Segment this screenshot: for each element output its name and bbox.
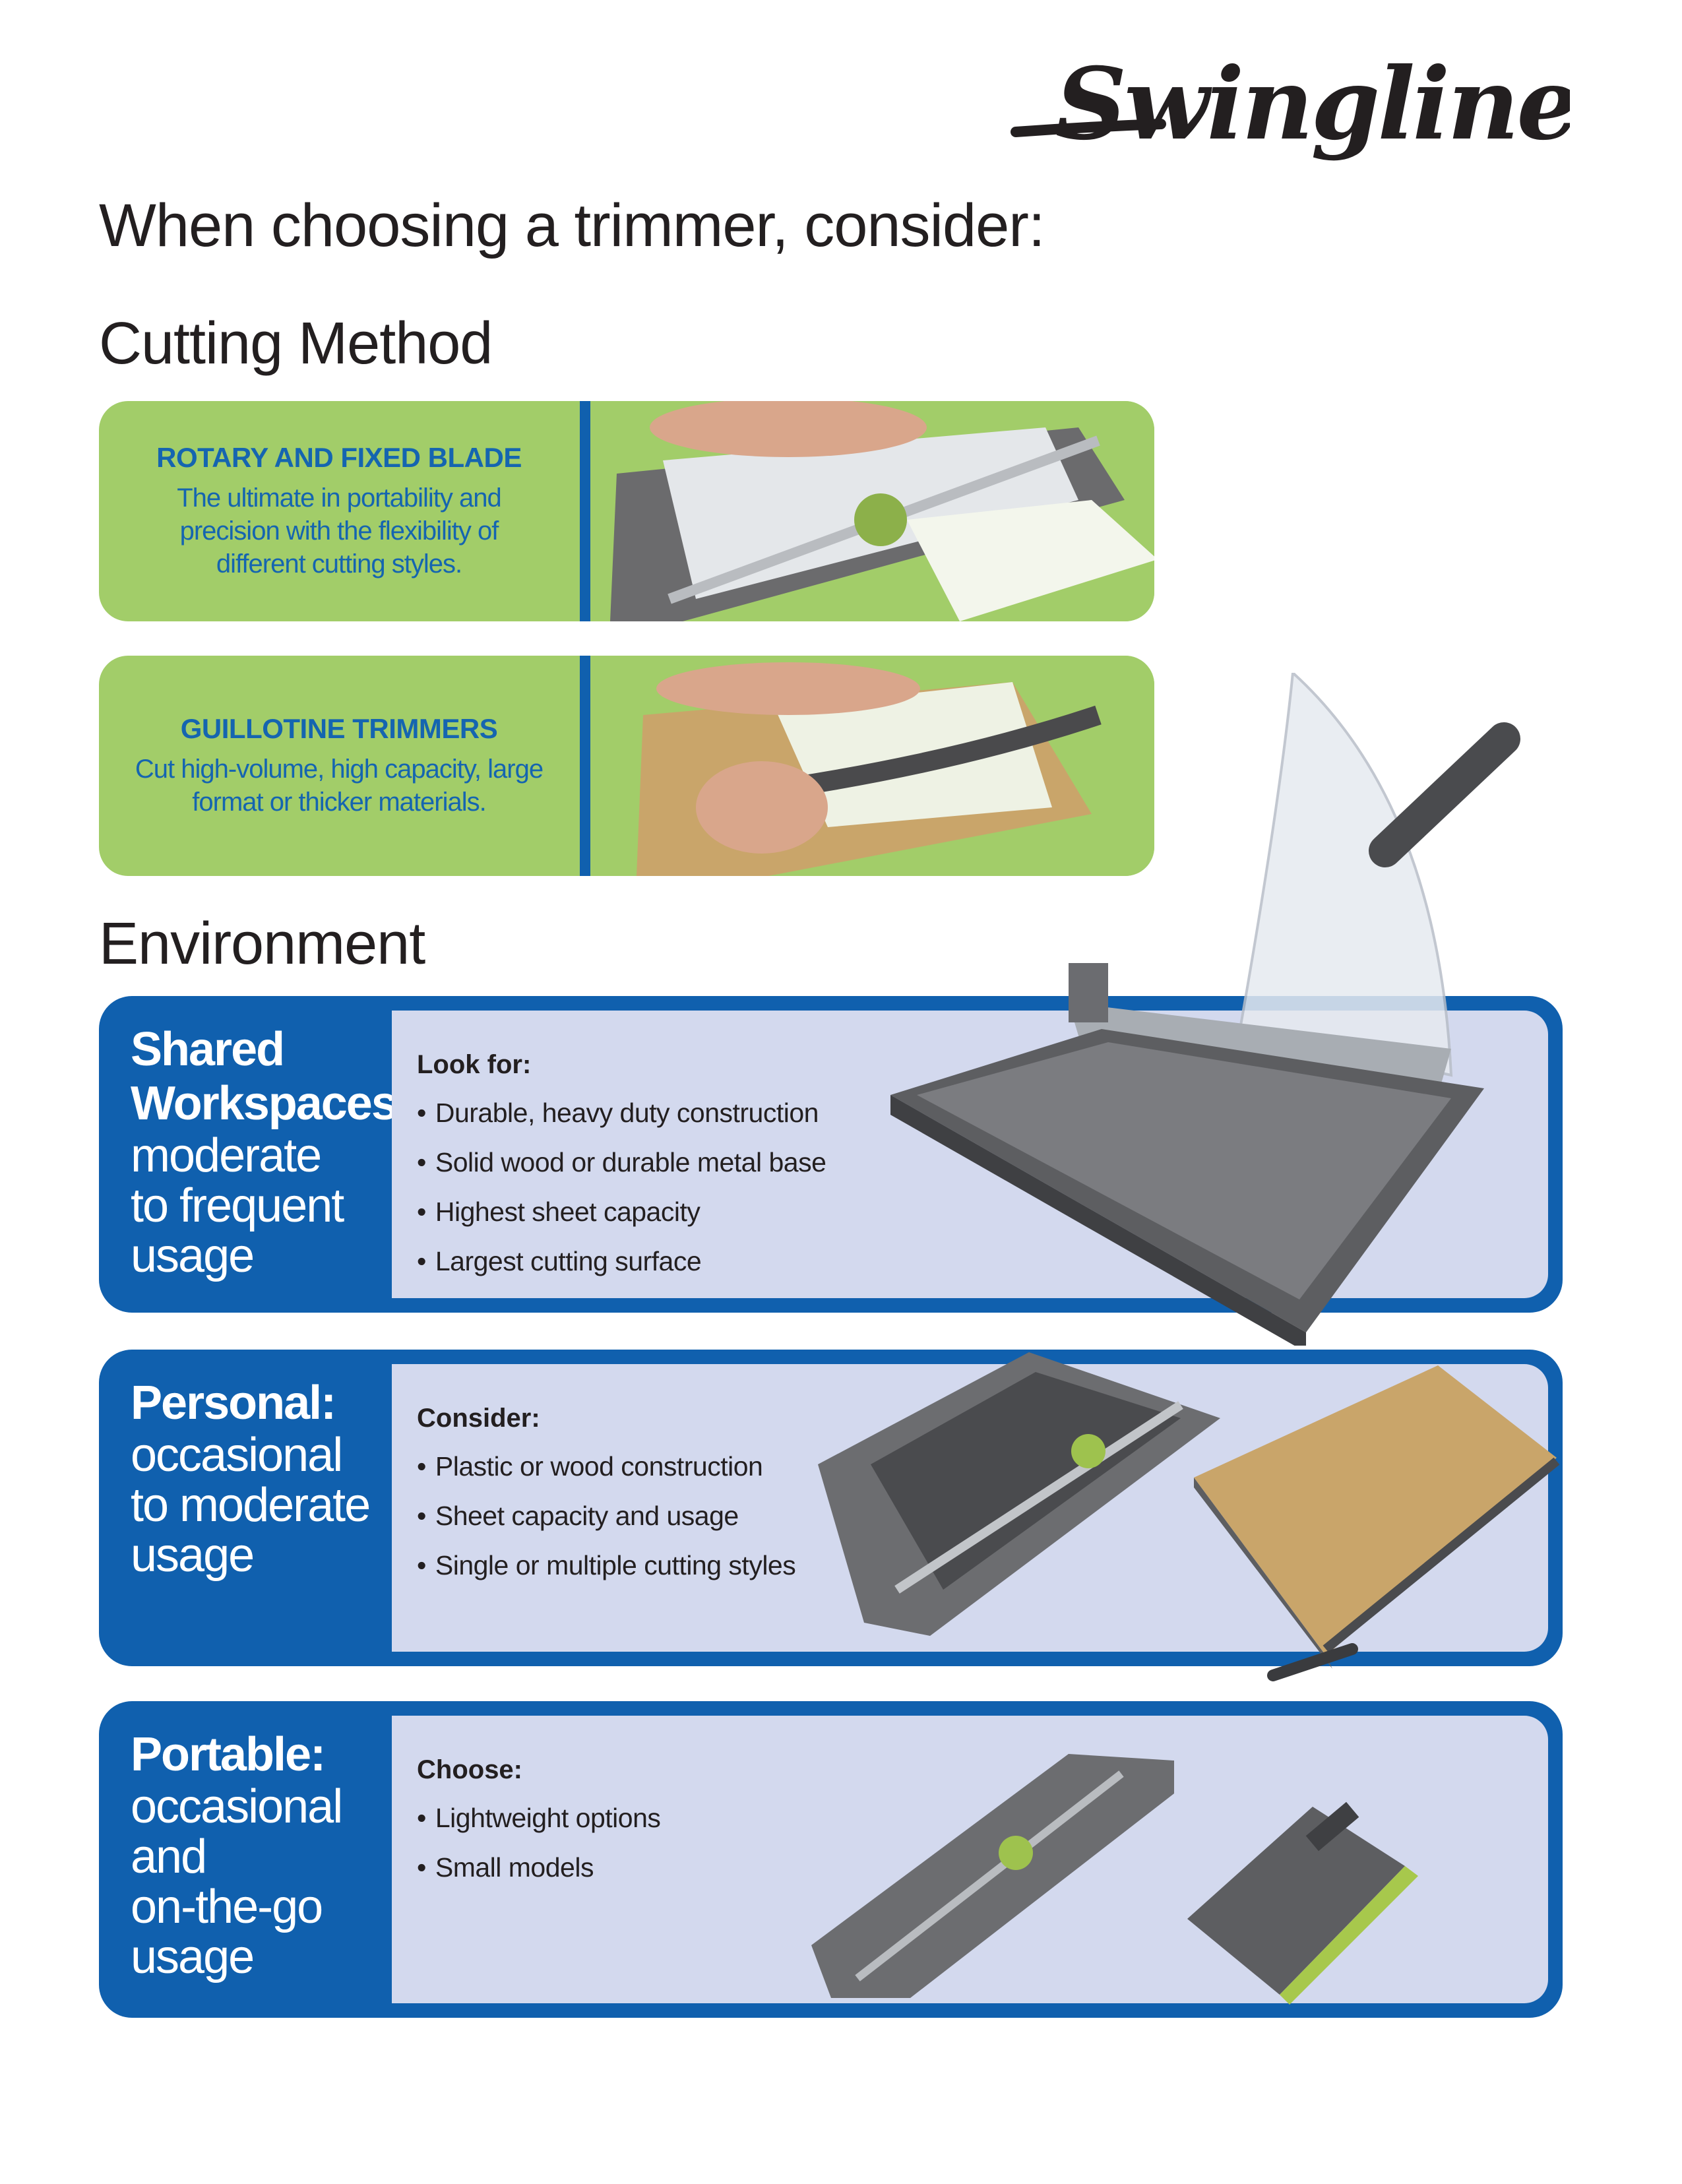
- environment-heading: Environment: [99, 911, 425, 977]
- personal-trimmers-image: [811, 1339, 1576, 1695]
- card-title-line: Shared: [131, 1023, 285, 1076]
- card-subtitle-line: occasional: [131, 1780, 343, 1833]
- swingline-logo: Swingline: [1009, 40, 1570, 185]
- list-label: Choose:: [417, 1755, 522, 1784]
- list-item: Lightweight options: [417, 1794, 661, 1843]
- card-subtitle-line: on-the-go: [131, 1881, 323, 1933]
- portable-trimmers-image: [805, 1728, 1497, 2005]
- card-subtitle-line: usage: [131, 1529, 255, 1582]
- list-item: Small models: [417, 1843, 660, 1892]
- card-divider: [580, 656, 590, 876]
- guillotine-trimmer-image: [871, 673, 1570, 1346]
- card-subtitle-line: usage: [131, 1230, 255, 1282]
- cutting-method-heading: Cutting Method: [99, 311, 493, 377]
- page-headline: When choosing a trimmer, consider:: [99, 192, 1045, 259]
- list-item: Single or multiple cutting styles: [417, 1541, 796, 1590]
- rotary-trimmer-photo: [590, 401, 1154, 621]
- card-description: The ultimate in portability and precisio…: [177, 484, 502, 578]
- card-subtitle-line: to frequent: [131, 1179, 344, 1232]
- card-title: GUILLOTINE TRIMMERS: [180, 713, 498, 744]
- list-label: Consider:: [417, 1404, 540, 1433]
- card-title-line: Personal:: [131, 1377, 336, 1429]
- card-subtitle-line: to moderate: [131, 1479, 371, 1532]
- card-subtitle-line: and: [131, 1830, 207, 1883]
- guillotine-photo: [590, 656, 1154, 876]
- card-description: Cut high-volume, high capacity, large fo…: [135, 755, 544, 817]
- card-title: ROTARY AND FIXED BLADE: [156, 442, 522, 473]
- rotary-blade-card: ROTARY AND FIXED BLADE The ultimate in p…: [99, 401, 1154, 621]
- list-item: Durable, heavy duty construction: [417, 1088, 826, 1138]
- list-item: Sheet capacity and usage: [417, 1491, 795, 1541]
- list-item: Solid wood or durable metal base: [417, 1138, 826, 1187]
- card-subtitle-line: occasional: [131, 1429, 343, 1482]
- list-item: Highest sheet capacity: [417, 1187, 826, 1237]
- svg-text:Swingline: Swingline: [1055, 46, 1570, 162]
- card-title-line: Workspaces:: [131, 1077, 412, 1130]
- list-item: Plastic or wood construction: [417, 1442, 795, 1491]
- card-divider: [580, 401, 590, 621]
- card-subtitle-line: moderate: [131, 1129, 322, 1182]
- card-subtitle-line: usage: [131, 1931, 255, 1983]
- list-label: Look for:: [417, 1050, 532, 1079]
- portable-card: Portable: occasional and on-the-go usage…: [99, 1701, 1563, 2018]
- guillotine-card: GUILLOTINE TRIMMERS Cut high-volume, hig…: [99, 656, 1154, 876]
- card-title-line: Portable:: [131, 1728, 326, 1781]
- list-item: Largest cutting surface: [417, 1237, 826, 1286]
